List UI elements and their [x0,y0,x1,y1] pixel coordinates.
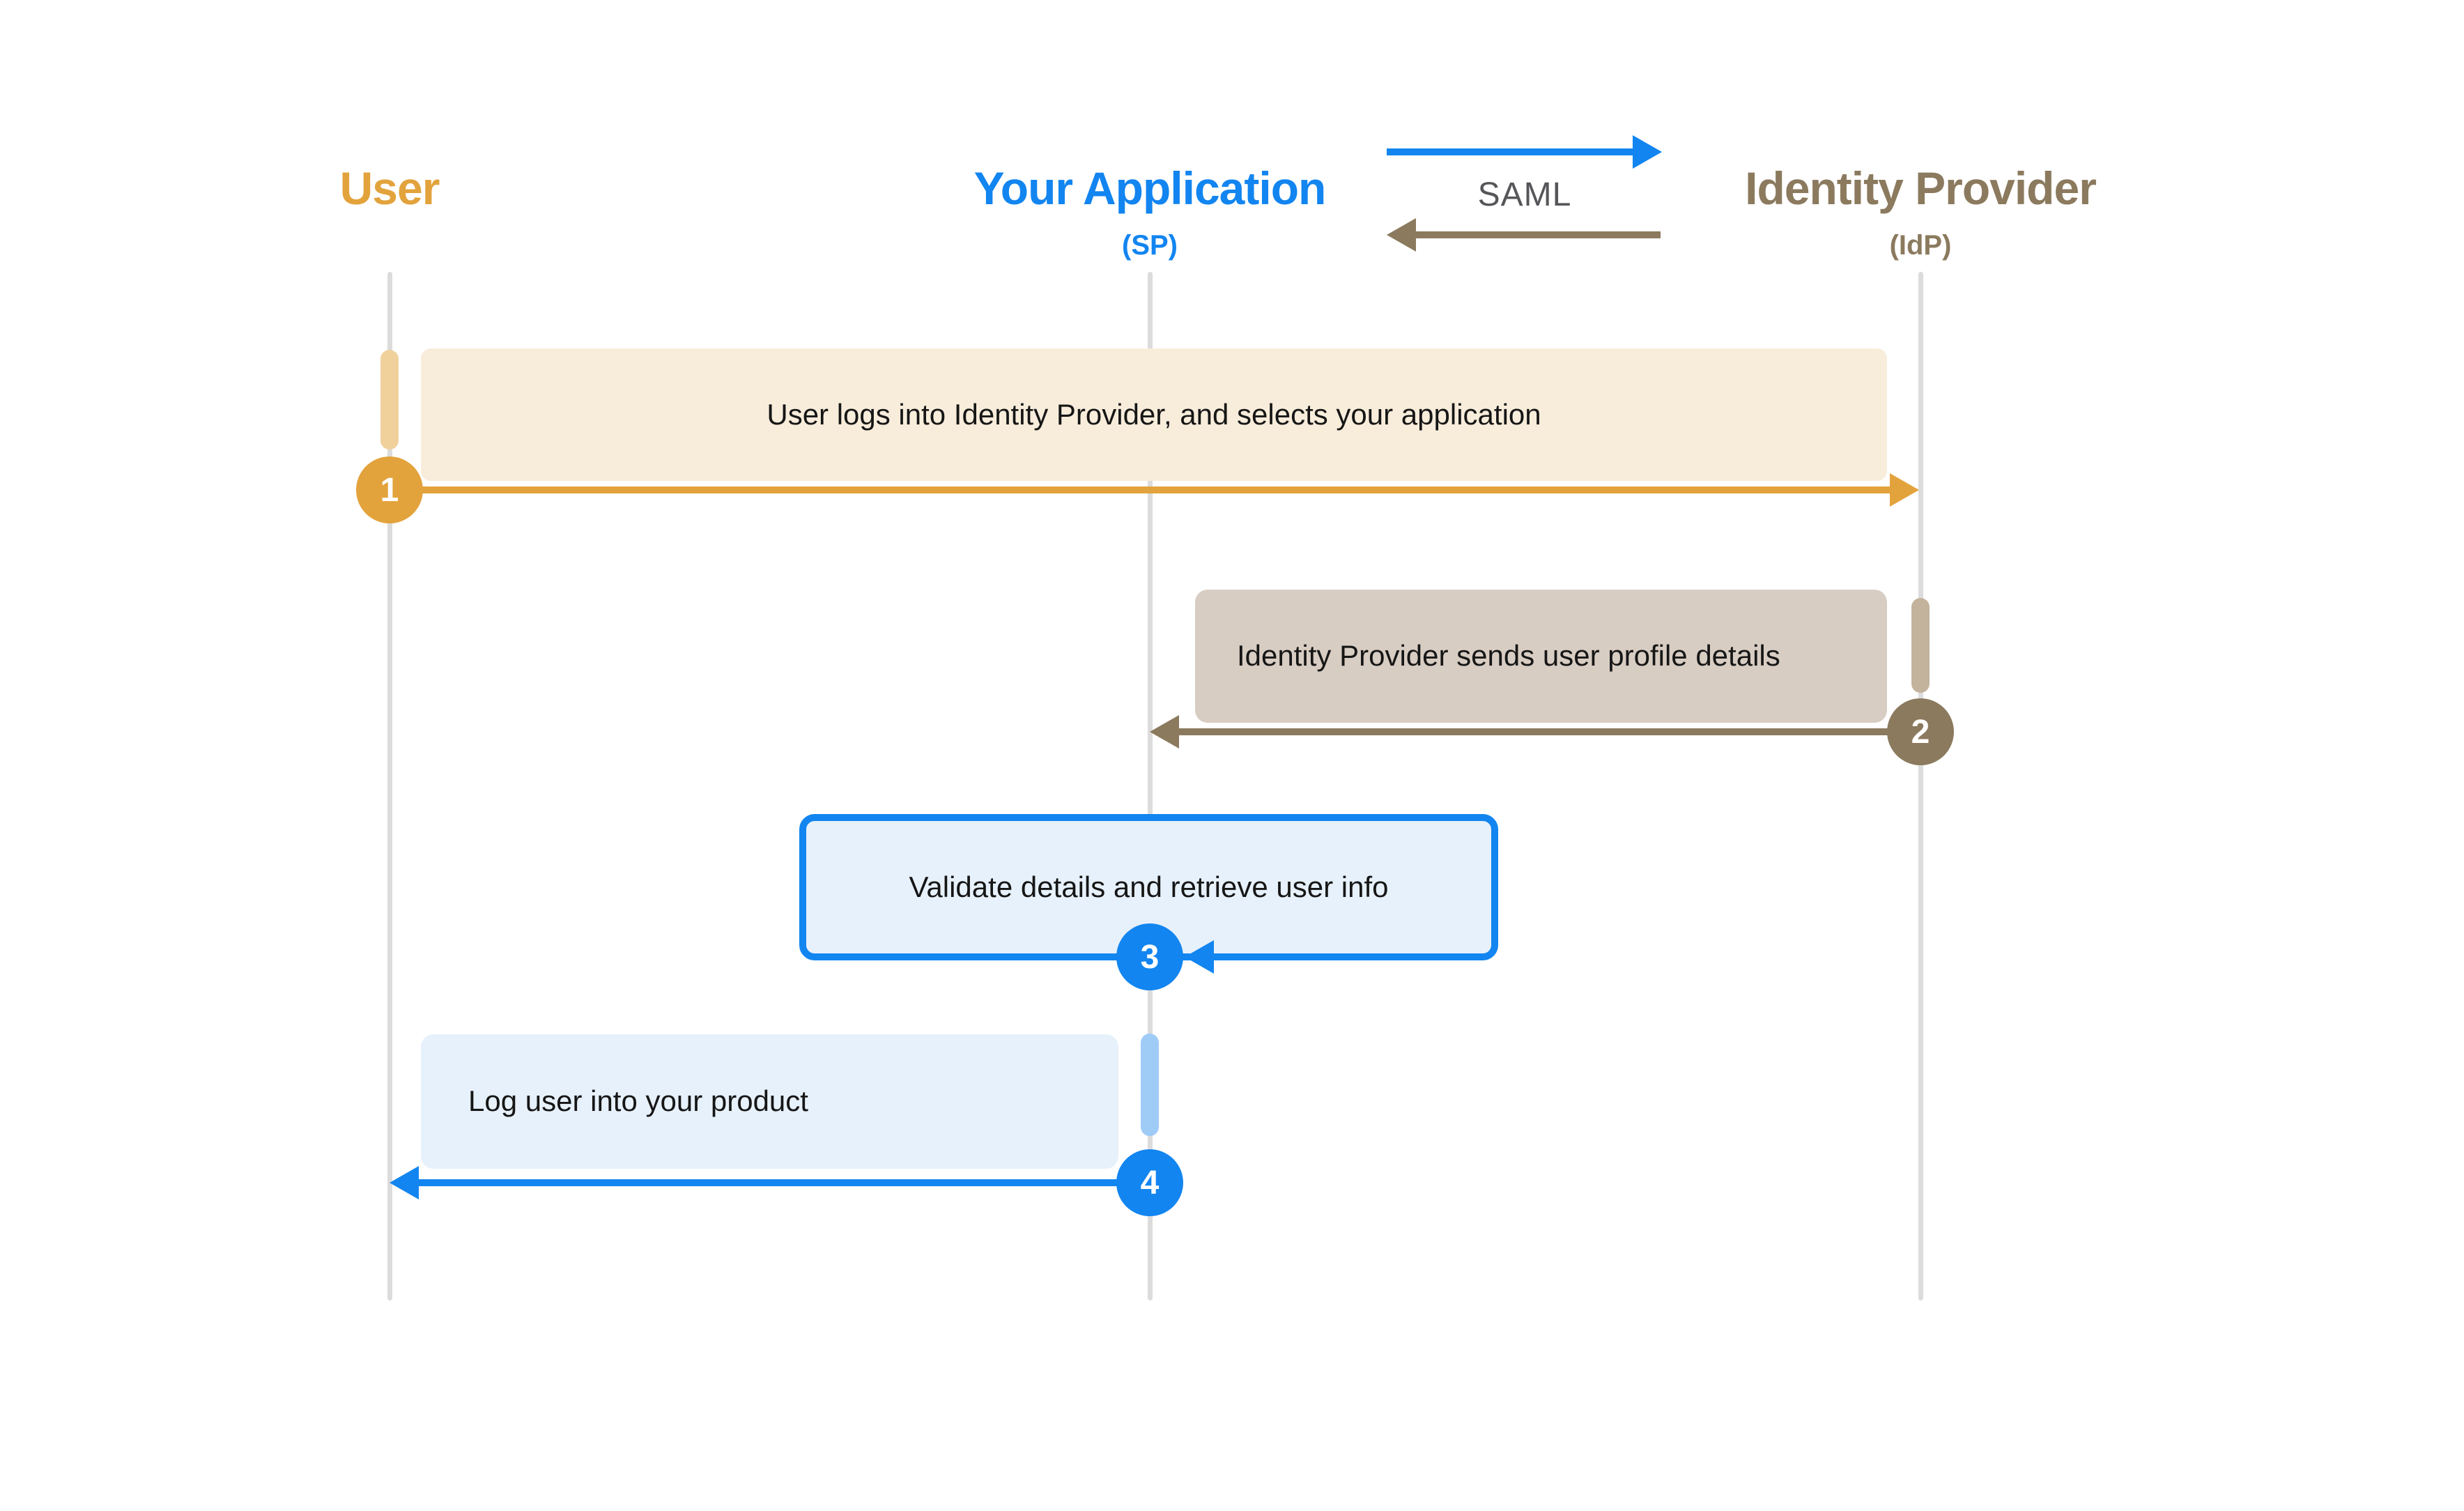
step-badge-3: 3 [1116,923,1183,990]
step-badge-4: 4 [1116,1149,1183,1216]
lifeline-identity-provider [1918,272,1923,1301]
message-box-step-1: User logs into Identity Provider, and se… [421,348,1887,481]
message-arrow-step-4 [416,1179,1150,1186]
lifeline-your-application [1148,272,1153,1301]
activation-bar-your-application [1141,1034,1159,1136]
arrowhead-left-icon [1185,940,1214,974]
message-arrow-step-1 [390,486,1894,493]
lifeline-user [387,272,392,1301]
arrowhead-left-icon [1150,715,1179,749]
message-arrow-step-2 [1176,728,1920,735]
actor-label-user: User [339,162,440,214]
arrowhead-right-icon [1890,473,1919,507]
actor-sub-idp: (IdP) [1889,230,1952,261]
arrowhead-left-icon [1387,218,1416,252]
message-box-step-4: Log user into your product [421,1034,1118,1169]
message-box-step-2: Identity Provider sends user profile det… [1195,590,1887,723]
actor-sub-sp: (SP) [1122,230,1178,261]
actor-label-your-application: Your Application [973,162,1327,214]
message-text-step-3: Validate details and retrieve user info [909,870,1389,903]
step-badge-2: 2 [1887,698,1954,765]
message-text-step-1: User logs into Identity Provider, and se… [767,397,1541,431]
actor-label-identity-provider: Identity Provider [1745,162,2097,214]
activation-bar-user [380,350,399,450]
arrowhead-left-icon [390,1166,419,1199]
message-text-step-4: Log user into your product [468,1084,808,1118]
activation-bar-identity-provider [1911,598,1930,693]
step-number-2: 2 [1911,713,1930,751]
step-number-1: 1 [380,471,399,509]
step-number-4: 4 [1140,1164,1160,1202]
message-text-step-2: Identity Provider sends user profile det… [1237,639,1780,673]
step-number-3: 3 [1140,938,1160,976]
arrowhead-right-icon [1633,135,1662,169]
step-badge-1: 1 [356,457,423,523]
saml-response-arrow-line [1416,231,1661,238]
saml-protocol-label: SAML [1477,176,1572,213]
saml-request-arrow-line [1387,148,1633,155]
